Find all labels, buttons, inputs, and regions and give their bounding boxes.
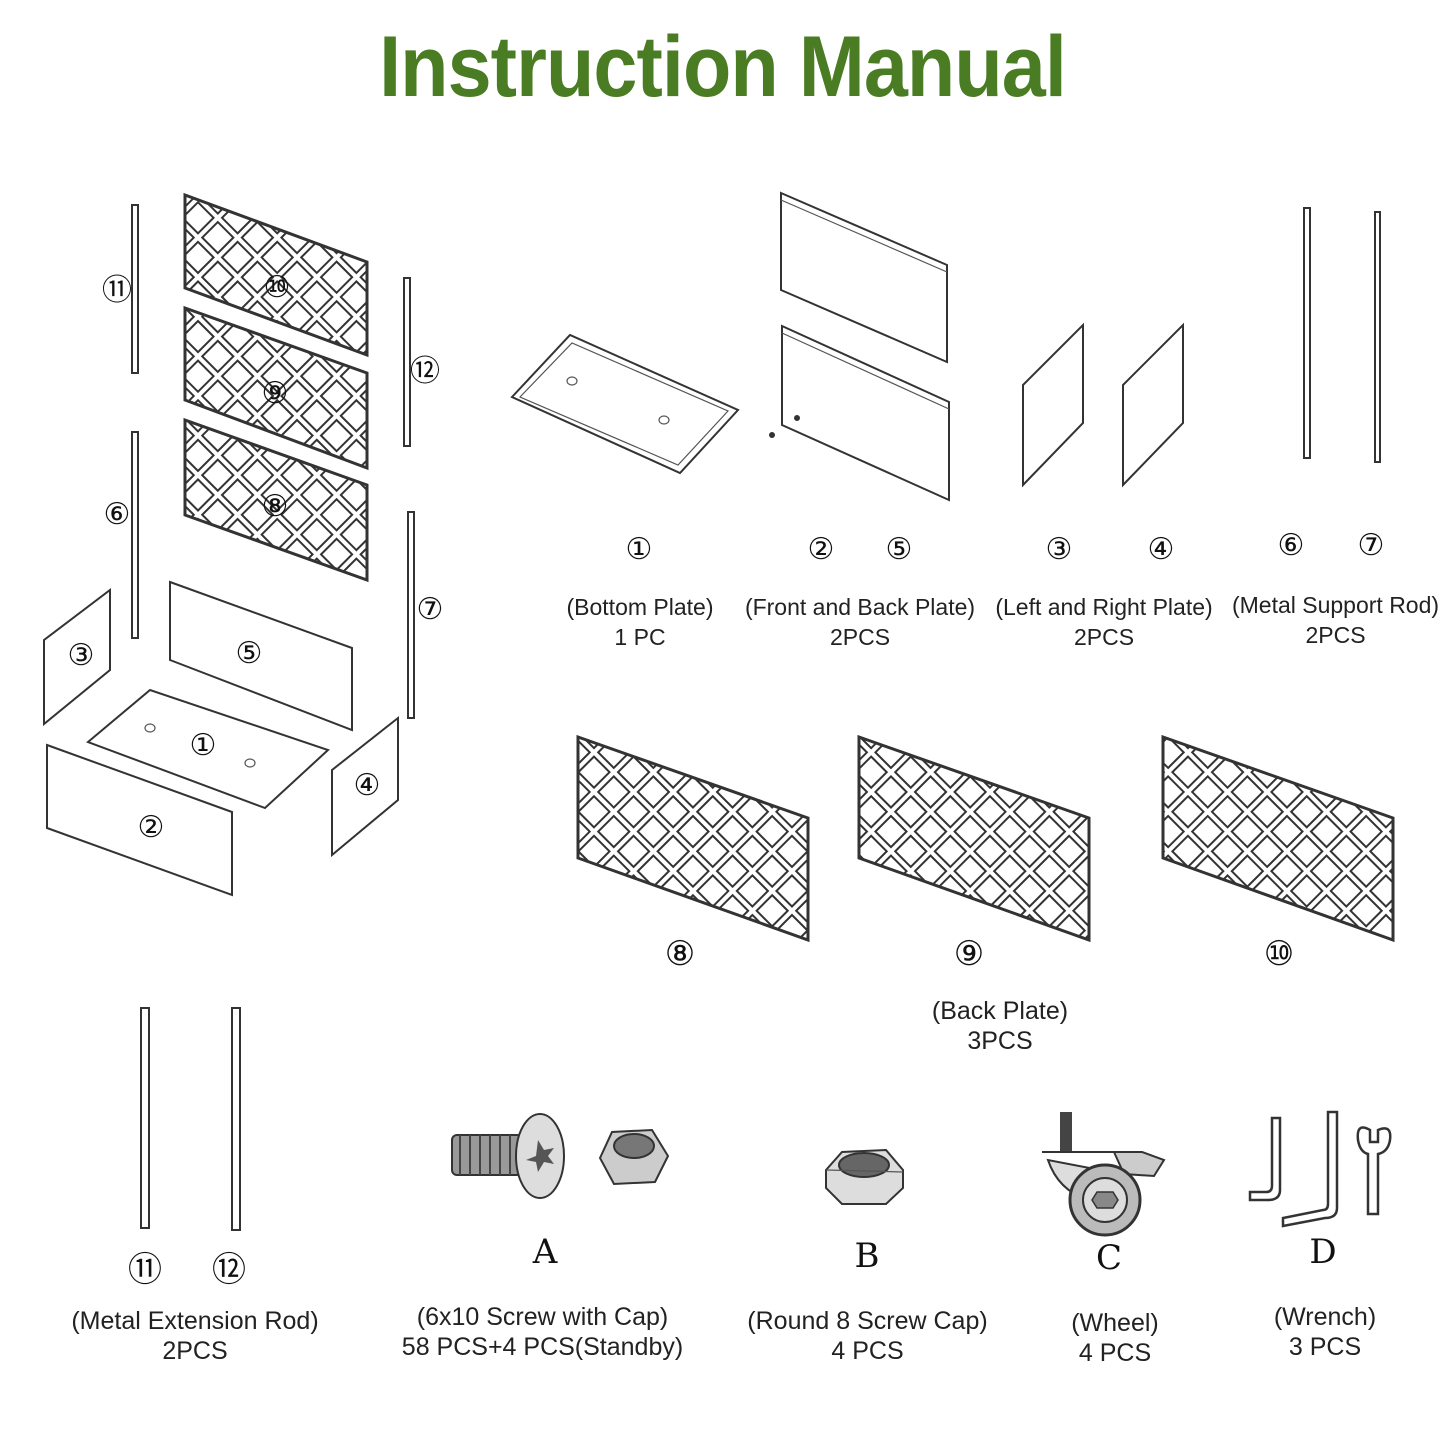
- marker-1: ①: [189, 728, 217, 763]
- front-back-plate-label: (Front and Back Plate) 2PCS: [740, 592, 980, 652]
- hardware-b-qty: 4 PCS: [831, 1337, 904, 1365]
- marker-3: ③: [67, 638, 95, 673]
- marker-6: ⑥: [103, 497, 131, 532]
- marker-8: ⑧: [261, 489, 289, 524]
- extension-rod-name: (Metal Extension Rod): [71, 1307, 319, 1335]
- side-plate-4-drawing: [331, 715, 399, 858]
- hardware-c-label: (Wheel) 4 PCS: [1040, 1308, 1190, 1368]
- extension-rod-qty: 2PCS: [162, 1337, 228, 1365]
- part-10-marker: ⑩: [1263, 934, 1295, 974]
- support-rod-qty: 2PCS: [1305, 622, 1366, 648]
- left-right-plate-qty: 2PCS: [1073, 624, 1135, 650]
- marker-11: ⑪: [102, 273, 132, 308]
- hardware-a-letter: A: [532, 1232, 558, 1272]
- bottom-plate-label: (Bottom Plate) 1 PC: [540, 592, 740, 652]
- part-5-marker: ⑤: [885, 532, 913, 567]
- part-2-marker: ②: [807, 532, 835, 567]
- hardware-a-qty: 58 PCS+4 PCS(Standby): [401, 1333, 684, 1361]
- back-plate-8-drawing: [183, 417, 369, 583]
- extension-rod-12-drawing: [403, 277, 411, 447]
- back-plates-drawing: [576, 734, 1395, 943]
- bottom-plate-qty: 1 PC: [614, 624, 666, 650]
- back-plate-10-drawing: [183, 192, 369, 358]
- part-12-marker: ⑫: [212, 1250, 246, 1290]
- left-right-plate-drawing: [1022, 322, 1184, 488]
- hardware-c-qty: 4 PCS: [1078, 1339, 1152, 1367]
- bottom-plate-drawing: [510, 333, 740, 475]
- part-3-marker: ③: [1045, 532, 1073, 567]
- hardware-a-name: (6x10 Screw with Cap): [416, 1303, 669, 1331]
- bottom-plate-name: (Bottom Plate): [566, 594, 714, 620]
- front-back-plate-qty: 2PCS: [829, 624, 891, 650]
- extension-rod-label: (Metal Extension Rod) 2PCS: [40, 1306, 350, 1366]
- hardware-c-letter: C: [1095, 1238, 1122, 1278]
- part-7-marker: ⑦: [1357, 528, 1385, 563]
- hardware-b-name: (Round 8 Screw Cap): [747, 1307, 988, 1335]
- part-9-marker: ⑨: [953, 934, 985, 974]
- back-plate-label: (Back Plate) 3PCS: [880, 996, 1120, 1056]
- caster-wheel-icon: [1042, 1112, 1166, 1237]
- support-rod-name: (Metal Support Rod): [1231, 592, 1440, 618]
- left-right-plate-label: (Left and Right Plate) 2PCS: [984, 592, 1224, 652]
- hardware-d-letter: D: [1309, 1232, 1337, 1272]
- marker-7: ⑦: [416, 592, 444, 627]
- marker-10: ⑩: [263, 270, 291, 305]
- extension-rod-drawing: [140, 1007, 241, 1231]
- left-right-plate-name: (Left and Right Plate): [995, 594, 1213, 620]
- marker-5: ⑤: [235, 636, 263, 671]
- part-11-marker: ⑪: [128, 1250, 162, 1290]
- part-6-marker: ⑥: [1277, 528, 1305, 563]
- marker-9: ⑨: [261, 376, 289, 411]
- support-rod-drawing: [1303, 207, 1381, 463]
- front-plate-2-drawing: [46, 743, 233, 897]
- back-plate-qty: 3PCS: [967, 1027, 1033, 1055]
- screw-and-nut-icon: [451, 1113, 670, 1199]
- front-back-plate-name: (Front and Back Plate): [744, 594, 976, 620]
- part-8-marker: ⑧: [664, 934, 696, 974]
- hardware-c-name: (Wheel): [1071, 1309, 1159, 1337]
- support-rod-label: (Metal Support Rod) 2PCS: [1228, 590, 1443, 650]
- hardware-d-name: (Wrench): [1273, 1303, 1377, 1331]
- front-back-plate-drawing: [769, 191, 950, 502]
- bottom-plate-1-drawing: [86, 688, 330, 810]
- hardware-b-letter: B: [854, 1236, 880, 1276]
- part-1-marker: ①: [625, 532, 653, 567]
- hardware-d-label: (Wrench) 3 PCS: [1250, 1302, 1400, 1362]
- side-plate-3-drawing: [43, 587, 111, 727]
- page-title: Instruction Manual: [379, 19, 1067, 115]
- hex-nut-icon: [825, 1148, 904, 1205]
- hardware-d-qty: 3 PCS: [1288, 1333, 1362, 1361]
- part-4-marker: ④: [1147, 532, 1175, 567]
- back-plate-9-drawing: [183, 305, 369, 471]
- extension-rod-11-drawing: [131, 204, 139, 374]
- hardware-b-label: (Round 8 Screw Cap) 4 PCS: [725, 1306, 1010, 1366]
- support-rod-7-drawing: [407, 511, 415, 719]
- marker-4: ④: [353, 768, 381, 803]
- back-plate-name: (Back Plate): [931, 997, 1069, 1025]
- marker-12: ⑫: [410, 354, 440, 389]
- front-plate-5-drawing: [169, 580, 353, 732]
- marker-2: ②: [137, 810, 165, 845]
- exploded-view-drawing: [43, 192, 415, 897]
- hardware-a-label: (6x10 Screw with Cap) 58 PCS+4 PCS(Stand…: [380, 1302, 705, 1362]
- support-rod-6-drawing: [131, 431, 139, 639]
- wrenches-icon: [1248, 1110, 1392, 1228]
